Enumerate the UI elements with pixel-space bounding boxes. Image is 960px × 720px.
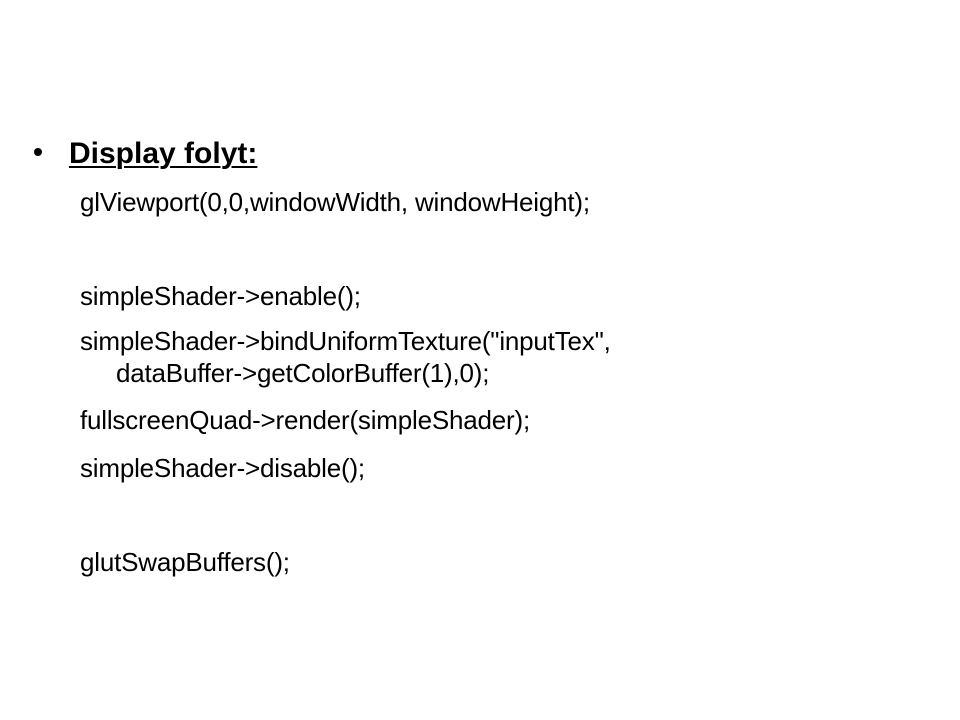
- code-line-disable: simpleShader->disable();: [80, 453, 365, 483]
- code-line-render: fullscreenQuad->render(simpleShader);: [80, 405, 530, 435]
- slide-heading: Display folyt:: [69, 137, 258, 170]
- code-line-enable: simpleShader->enable();: [80, 281, 361, 311]
- bullet-dot-icon: [34, 148, 42, 156]
- code-line-viewport: glViewport(0,0,windowWidth, windowHeight…: [80, 187, 590, 217]
- code-line-bind-texture: simpleShader->bindUniformTexture("inputT…: [80, 326, 611, 356]
- code-line-bind-texture-cont: dataBuffer->getColorBuffer(1),0);: [116, 358, 490, 388]
- bullet-item: Display folyt:: [34, 136, 257, 172]
- code-line-swap-buffers: glutSwapBuffers();: [80, 547, 290, 577]
